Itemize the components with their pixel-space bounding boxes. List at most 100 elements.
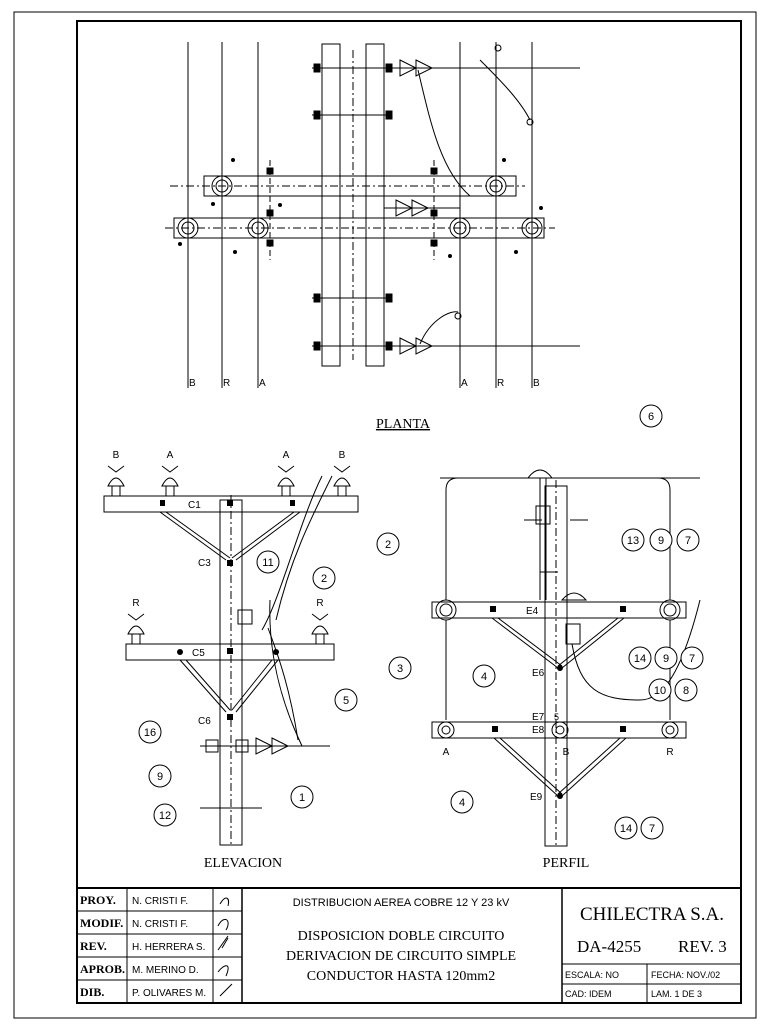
callout-2: 2 — [376, 532, 400, 556]
phase-label-right-b: B — [533, 378, 540, 389]
callout-circle — [614, 816, 638, 840]
callout-9: 9 — [649, 528, 673, 552]
elev-phase-b2: B — [339, 450, 346, 461]
callout-label: 13 — [627, 535, 639, 547]
callout-label: 9 — [663, 653, 669, 665]
perfil-phase-r: R — [666, 747, 673, 758]
title-block — [76, 887, 742, 1004]
name-aprob: M. MERINO D. — [132, 965, 199, 976]
callout-circle — [312, 566, 336, 590]
outer-frame — [13, 11, 757, 1019]
elevacion-title: ELEVACION — [204, 856, 282, 871]
callout-circle — [639, 404, 663, 428]
callout-circle — [654, 646, 678, 670]
planta-view — [165, 42, 580, 388]
callout-9: 9 — [148, 764, 172, 788]
role-proy: PROY. — [80, 893, 116, 907]
callout-circle — [676, 528, 700, 552]
perfil-title: PERFIL — [543, 856, 590, 871]
lamina: LAM. 1 DE 3 — [651, 989, 702, 999]
part-e9: E9 — [530, 792, 543, 803]
callout-8: 8 — [674, 678, 698, 702]
callout-circle — [628, 646, 652, 670]
escala: ESCALA: NO — [565, 970, 619, 980]
elev-phase-a1: A — [167, 450, 174, 461]
callout-1: 1 — [290, 785, 314, 809]
part-e6: E6 — [532, 668, 545, 679]
phase-label-right-r: R — [497, 378, 504, 389]
callout-label: 2 — [321, 573, 327, 585]
role-modif: MODIF. — [80, 916, 123, 930]
callout-circle — [674, 678, 698, 702]
role-rev: REV. — [80, 939, 107, 953]
phase-label-left-r: R — [223, 378, 230, 389]
elev-phase-r1: R — [132, 598, 139, 609]
perfil-phase-a: A — [443, 747, 450, 758]
callout-10: 10 — [648, 678, 672, 702]
callout-label: 16 — [144, 727, 156, 739]
callout-label: 6 — [648, 411, 654, 423]
callout-4: 4 — [472, 664, 496, 688]
callout-circle — [472, 664, 496, 688]
cad: CAD: IDEM — [565, 989, 612, 999]
callout-label: 9 — [658, 535, 664, 547]
callout-circle — [450, 790, 474, 814]
part-c5: C5 — [192, 648, 205, 659]
fecha: FECHA: NOV./02 — [651, 970, 720, 980]
callout-7: 7 — [640, 816, 664, 840]
name-proy: N. CRISTI F. — [132, 896, 188, 907]
callout-circle — [153, 803, 177, 827]
elevacion-view — [103, 465, 359, 846]
callout-label: 12 — [159, 810, 171, 822]
callout-label: 3 — [397, 663, 403, 675]
company-name: CHILECTRA S.A. — [580, 904, 724, 925]
role-dib: DIB. — [80, 985, 104, 999]
callout-label: 7 — [689, 653, 695, 665]
part-e7-5: 5 — [554, 712, 559, 722]
name-rev: H. HERRERA S. — [132, 942, 205, 953]
callout-3: 3 — [388, 656, 412, 680]
callout-label: 7 — [685, 535, 691, 547]
part-c1: C1 — [188, 500, 201, 511]
callout-9: 9 — [654, 646, 678, 670]
planta-title: PLANTA — [376, 417, 431, 432]
callout-2: 2 — [312, 566, 336, 590]
callout-6: 6 — [639, 404, 663, 428]
callout-circle — [334, 688, 358, 712]
part-c6: C6 — [198, 716, 211, 727]
revision: REV. 3 — [678, 937, 727, 956]
name-modif: N. CRISTI F. — [132, 919, 188, 930]
role-aprob: APROB. — [80, 962, 125, 976]
part-e4: E4 — [526, 606, 539, 617]
callout-circle — [256, 550, 280, 574]
elev-phase-b1: B — [113, 450, 120, 461]
callout-label: 7 — [649, 823, 655, 835]
perfil-phase-b: B — [563, 747, 570, 758]
callout-label: 4 — [459, 797, 465, 809]
callout-16: 16 — [138, 720, 162, 744]
callout-circle — [648, 678, 672, 702]
callout-4: 4 — [450, 790, 474, 814]
callout-circle — [138, 720, 162, 744]
callout-label: 14 — [620, 823, 632, 835]
callout-label: 1 — [299, 792, 305, 804]
drawing-title-line3: CONDUCTOR HASTA 120mm2 — [307, 969, 495, 984]
callout-label: 4 — [481, 671, 487, 683]
callout-circle — [376, 532, 400, 556]
drawing-title-line2: DERIVACION DE CIRCUITO SIMPLE — [286, 949, 516, 964]
callout-circle — [290, 785, 314, 809]
name-dib: P. OLIVARES M. — [132, 988, 206, 999]
callout-circle — [621, 528, 645, 552]
callout-label: 9 — [157, 771, 163, 783]
elev-phase-a2: A — [283, 450, 290, 461]
callout-label: 2 — [385, 539, 391, 551]
callout-7: 7 — [676, 528, 700, 552]
drawing-subtitle: DISTRIBUCION AEREA COBRE 12 Y 23 kV — [293, 897, 510, 909]
callout-label: 14 — [634, 653, 646, 665]
callout-11: 11 — [256, 550, 280, 574]
callout-label: 11 — [262, 557, 273, 569]
part-e7: E7 — [532, 712, 545, 723]
part-c3: C3 — [198, 558, 211, 569]
callout-14: 14 — [614, 816, 638, 840]
